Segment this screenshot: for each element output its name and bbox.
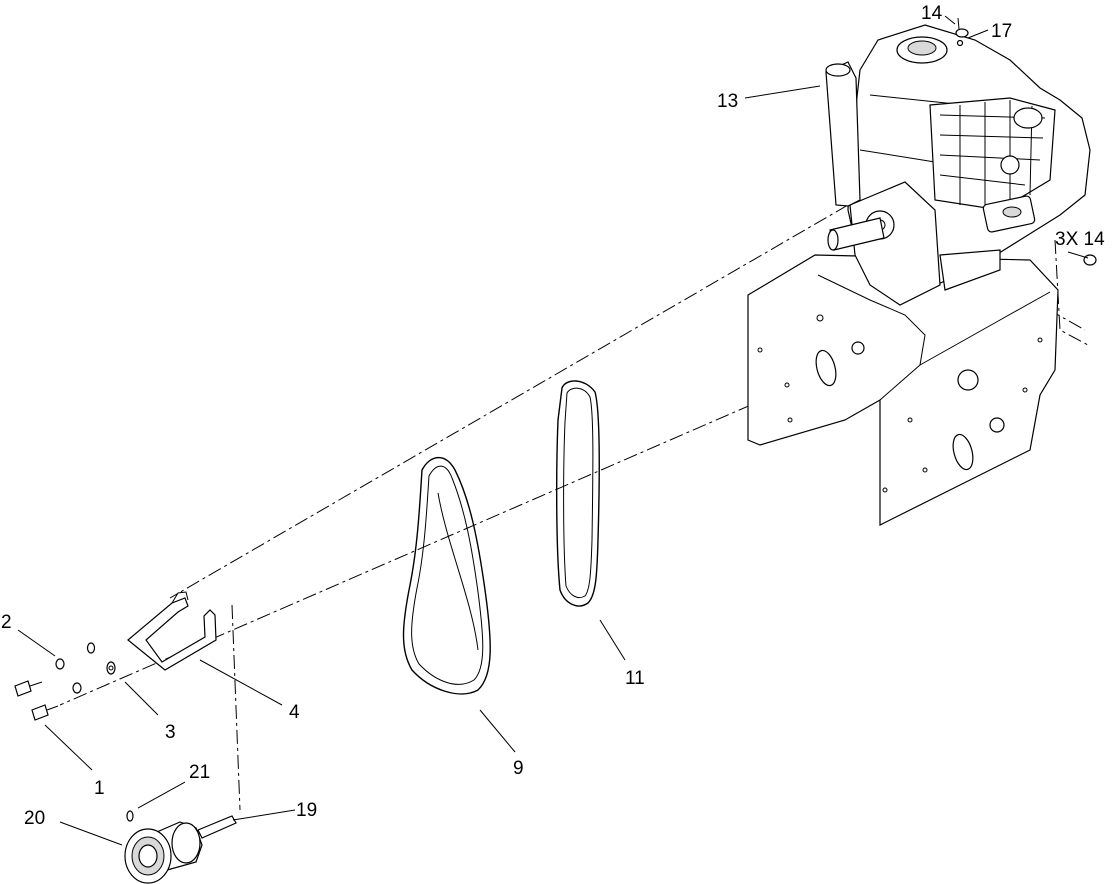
callout-20: 20: [24, 808, 45, 829]
callout-1: 1: [94, 778, 105, 799]
callout-17: 17: [991, 21, 1012, 42]
callout-14-top: 14: [921, 3, 943, 24]
engine-mounting-plates: [747, 254, 1059, 526]
callout-21: 21: [189, 762, 210, 783]
callout-11: 11: [625, 668, 645, 689]
callout-13: 13: [717, 91, 738, 112]
hardware-bolts-washers: [14, 642, 116, 721]
bracket-4: [127, 591, 217, 671]
callout-labels: 2 3 1 4 9 11 13 14 17 3X 14 21 19 20: [1, 3, 1105, 829]
callout-4: 4: [289, 702, 300, 723]
leader-lines: [17, 15, 1089, 846]
pulley-assembly: [124, 810, 237, 884]
belt-11: [555, 380, 600, 607]
callout-3x-14: 3X 14: [1055, 229, 1105, 250]
callout-3: 3: [165, 722, 176, 743]
belt-9: [402, 456, 491, 695]
callout-19: 19: [296, 800, 317, 821]
callout-2: 2: [1, 612, 12, 633]
callout-9: 9: [513, 758, 524, 779]
engine-assembly: [825, 24, 1097, 306]
